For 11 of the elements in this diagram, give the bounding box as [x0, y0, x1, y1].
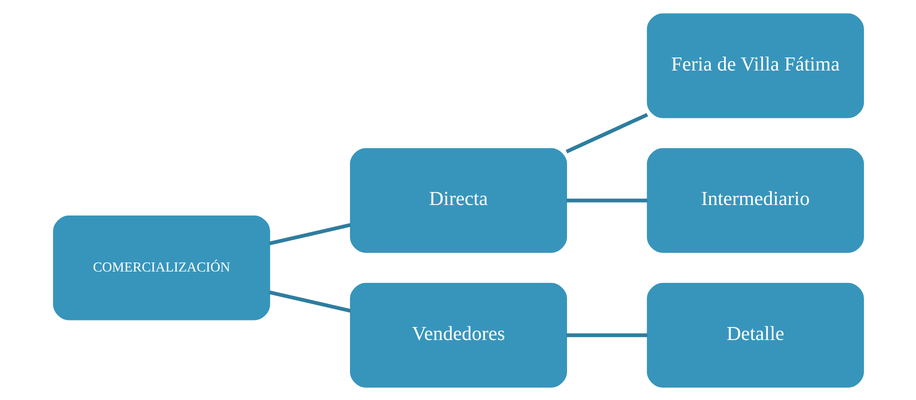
connector [566, 332, 647, 337]
node-box: Vendedores [349, 282, 567, 388]
connector [565, 112, 648, 153]
node-box: Detalle [646, 282, 864, 388]
node-box: Directa [349, 148, 567, 252]
connector [566, 198, 647, 202]
connector [268, 290, 350, 312]
node-box: COMERCIALIZACIÓN [52, 214, 270, 320]
node-box: Feria de Villa Fátima [646, 12, 864, 118]
node-box: Intermediario [646, 148, 864, 252]
connector [268, 222, 350, 245]
